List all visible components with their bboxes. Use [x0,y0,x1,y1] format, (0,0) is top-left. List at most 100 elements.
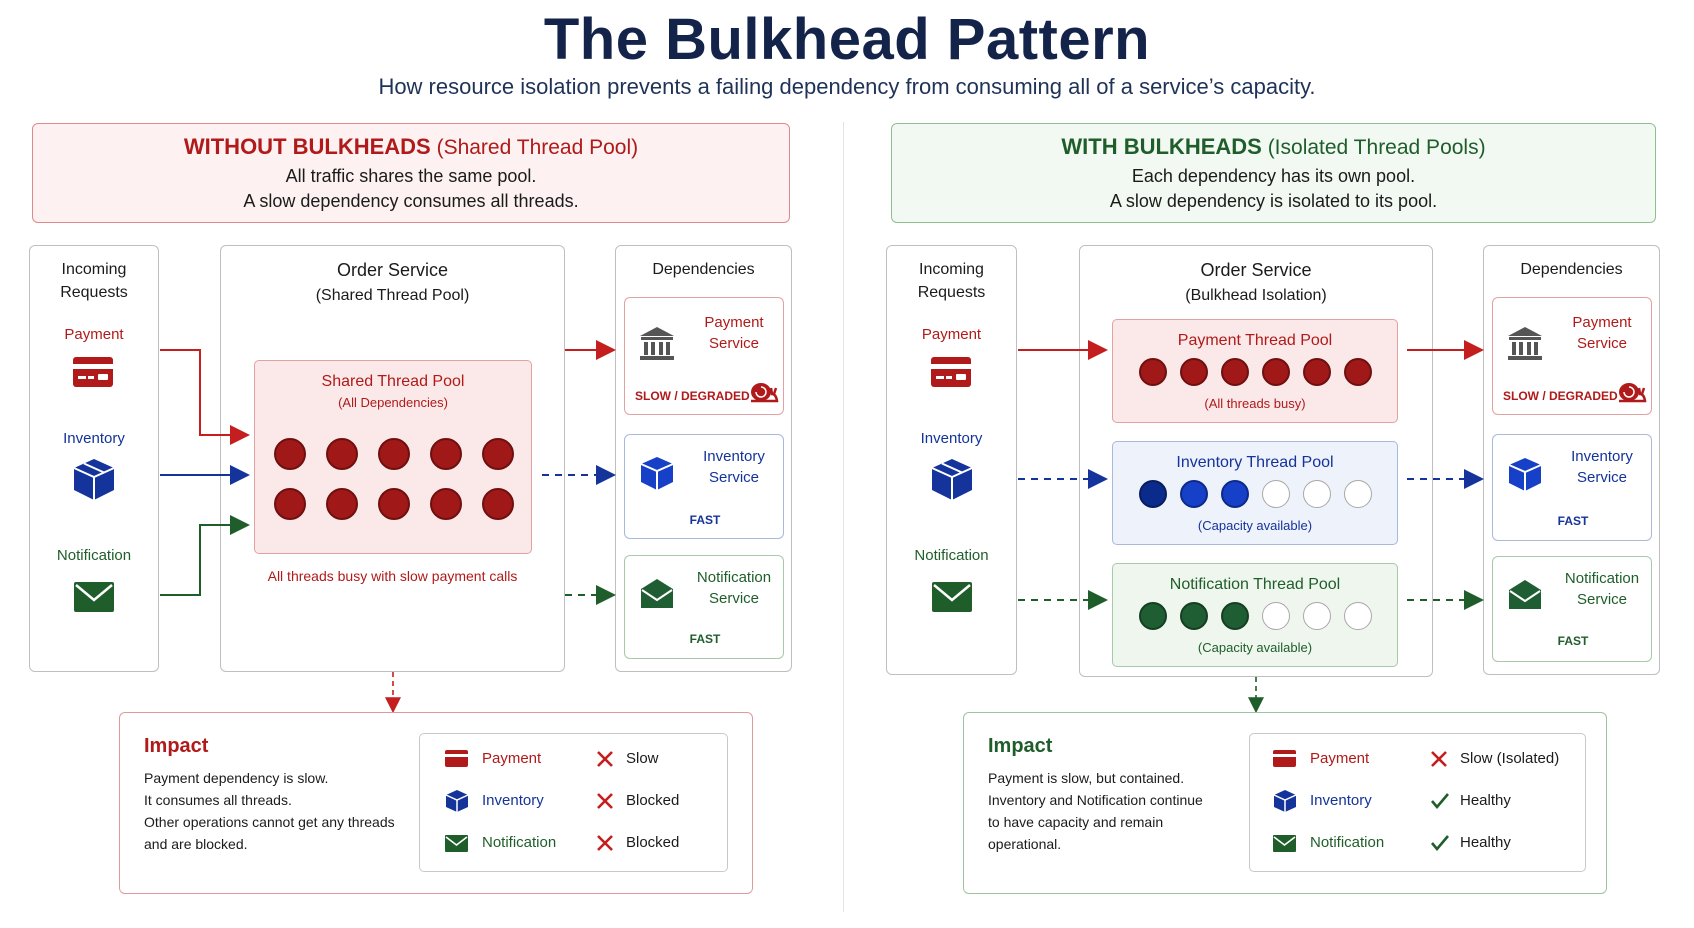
x-icon [597,835,613,851]
right-order-service-subtitle: (Bulkhead Isolation) [1185,287,1327,304]
credit-card-icon [73,357,113,387]
left-banner: WITHOUT BULKHEADS (Shared Thread Pool) A… [32,123,790,223]
right-dep-payment-name: Payment Service [1572,314,1632,352]
right-impact-row-name: Notification [1310,834,1385,851]
left-impact-desc-line: Other operations cannot get any threads [144,814,395,830]
right-payment-pool-caption: (All threads busy) [1204,396,1306,411]
x-icon [597,793,613,809]
thread-dot [1180,480,1208,508]
left-incoming-title: Incoming Requests [60,261,128,301]
thread-dot [1262,480,1290,508]
thread-dot [1139,602,1167,630]
package-icon [445,790,469,812]
envelope-icon [1509,580,1541,609]
right-banner-line1: Each dependency has its own pool. [1131,166,1416,186]
package-icon [1508,458,1542,491]
left-shared-pool-title: Shared Thread Pool [321,373,465,390]
right-impact-title: Impact [988,735,1053,757]
left-impact-desc-line: Payment dependency is slow. [144,770,329,786]
thread-dot [1221,602,1249,630]
thread-dot [482,438,514,470]
check-icon [1431,793,1449,810]
right-impact-desc-line: to have capacity and remain [988,814,1164,830]
envelope-icon [1273,835,1296,852]
right-dep-payment-status: SLOW / DEGRADED [1503,389,1618,403]
left-dep-inventory-name: Inventory Service [703,448,765,486]
right-dep-notification-name: Notification Service [1564,570,1640,608]
page-title: The Bulkhead Pattern [543,7,1151,72]
left-incoming-inventory-label: Inventory [63,430,125,447]
snail-icon [751,383,779,403]
right-incoming-title: Incoming Requests [917,261,986,301]
right-banner-title: WITH BULKHEADS [1061,134,1262,159]
thread-dot [482,488,514,520]
thread-dot [1221,480,1249,508]
credit-card-icon [445,750,468,767]
thread-dot [430,488,462,520]
right-notification-pool-caption: (Capacity available) [1197,640,1313,655]
thread-dot [326,488,358,520]
left-order-service-title: Order Service [336,260,449,280]
right-impact-desc-line: Payment is slow, but contained. [988,770,1185,786]
thread-dot [274,488,306,520]
package-icon [73,459,115,500]
left-impact-row-status: Slow [626,750,659,767]
right-banner: WITH BULKHEADS (Isolated Thread Pools) E… [891,123,1656,223]
bank-icon [640,327,674,360]
right-inventory-pool-title: Inventory Thread Pool [1176,454,1334,471]
left-dep-inventory-status: FAST [689,513,721,527]
right-impact-row-name: Payment [1310,750,1370,767]
credit-card-icon [931,357,971,387]
right-impact-desc-line: Inventory and Notification continue [988,792,1203,808]
right-impact-row-status: Healthy [1460,834,1511,851]
right-incoming-notification-label: Notification [914,547,989,564]
thread-dot [378,438,410,470]
right-dep-inventory-name: Inventory Service [1571,448,1633,486]
envelope-icon [74,582,114,612]
right-order-service-title: Order Service [1200,260,1312,280]
thread-dot [1139,358,1167,386]
left-dep-notification: Notification Service FAST [624,555,784,659]
center-divider [843,122,844,912]
thread-dot [1344,480,1372,508]
thread-dot [1262,358,1290,386]
snail-icon [1619,383,1647,403]
bank-icon [1508,327,1542,360]
package-icon [931,459,973,500]
thread-dot [1303,358,1331,386]
right-impact-desc-line: operational. [988,836,1062,852]
x-icon [1431,751,1447,767]
thread-dot [430,438,462,470]
right-dep-notification-status: FAST [1557,634,1589,648]
right-banner-title-rest: (Isolated Thread Pools) [1267,136,1486,159]
right-incoming-payment-label: Payment [921,326,982,343]
left-impact-row-name: Payment [482,750,542,767]
package-icon [1273,790,1297,812]
thread-dot [1180,358,1208,386]
right-impact-row-name: Inventory [1310,792,1372,809]
left-dep-payment-name: Payment Service [704,314,764,352]
thread-dot [1344,358,1372,386]
left-banner-title-rest: (Shared Thread Pool) [436,136,639,159]
left-dep-notification-status: FAST [689,632,721,646]
thread-dot [378,488,410,520]
envelope-icon [445,835,468,852]
thread-dot [1221,358,1249,386]
x-icon [597,751,613,767]
envelope-icon [641,579,673,608]
right-banner-line2: A slow dependency is isolated to its poo… [1109,191,1438,211]
left-impact-desc-line: It consumes all threads. [144,792,292,808]
thread-dot [1303,602,1331,630]
envelope-icon [932,582,972,612]
package-icon [640,457,674,490]
right-inventory-pool-caption: (Capacity available) [1197,518,1313,533]
thread-dot [1139,480,1167,508]
left-incoming-payment-label: Payment [64,326,124,343]
left-pool-caption: All threads busy with slow payment calls [267,568,518,584]
credit-card-icon [1273,750,1296,767]
right-payment-pool-title: Payment Thread Pool [1177,332,1333,349]
left-impact-row-status: Blocked [626,792,680,809]
left-banner-line2: A slow dependency consumes all threads. [243,191,579,211]
